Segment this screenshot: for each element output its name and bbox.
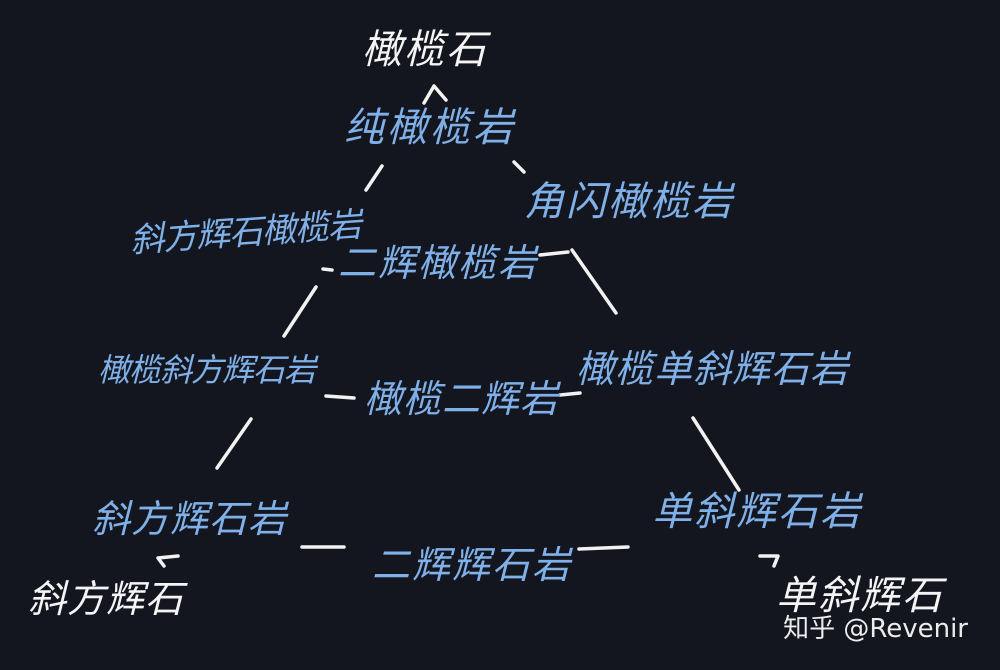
top-caret [422, 84, 448, 105]
label-pure-olivine-rock: 纯橄榄岩 [344, 105, 516, 151]
bottom-edge-right [577, 545, 630, 551]
left-corner-arrow [156, 554, 180, 568]
left-edge-top [364, 164, 384, 192]
label-olivine: 橄榄石 [362, 27, 488, 73]
label-clinopyroxene: 单斜辉石 [776, 573, 944, 619]
label-hornblende-olivine-rock: 角闪橄榄岩 [524, 179, 734, 225]
right-edge-upper [570, 248, 618, 315]
upper-dash-right [538, 250, 570, 257]
label-clinopyroxenite: 单斜辉石岩 [652, 489, 862, 535]
right-edge-lower [691, 416, 741, 492]
upper-dash-left [321, 267, 334, 272]
left-edge-lower [215, 417, 253, 470]
middle-dash-left [324, 394, 356, 400]
label-olivine-clinopyroxenite: 橄榄单斜辉石岩 [576, 347, 850, 391]
label-websterite: 二辉辉石岩 [372, 543, 573, 587]
left-edge-upper [282, 285, 318, 338]
label-orthopyroxene: 斜方辉石 [28, 577, 185, 621]
middle-dash-right [558, 391, 582, 397]
watermark: 知乎 @Revenir [783, 614, 968, 644]
right-edge-top [512, 160, 526, 174]
label-websterite-olivine-rock: 二辉橄榄岩 [338, 241, 539, 285]
right-corner-arrow [758, 554, 780, 568]
label-olivine-websterite: 橄榄二辉岩 [364, 377, 560, 421]
label-orthopyroxenite: 斜方辉石岩 [92, 497, 288, 541]
label-olivine-orthopyroxenite: 橄榄斜方辉石岩 [98, 351, 316, 389]
